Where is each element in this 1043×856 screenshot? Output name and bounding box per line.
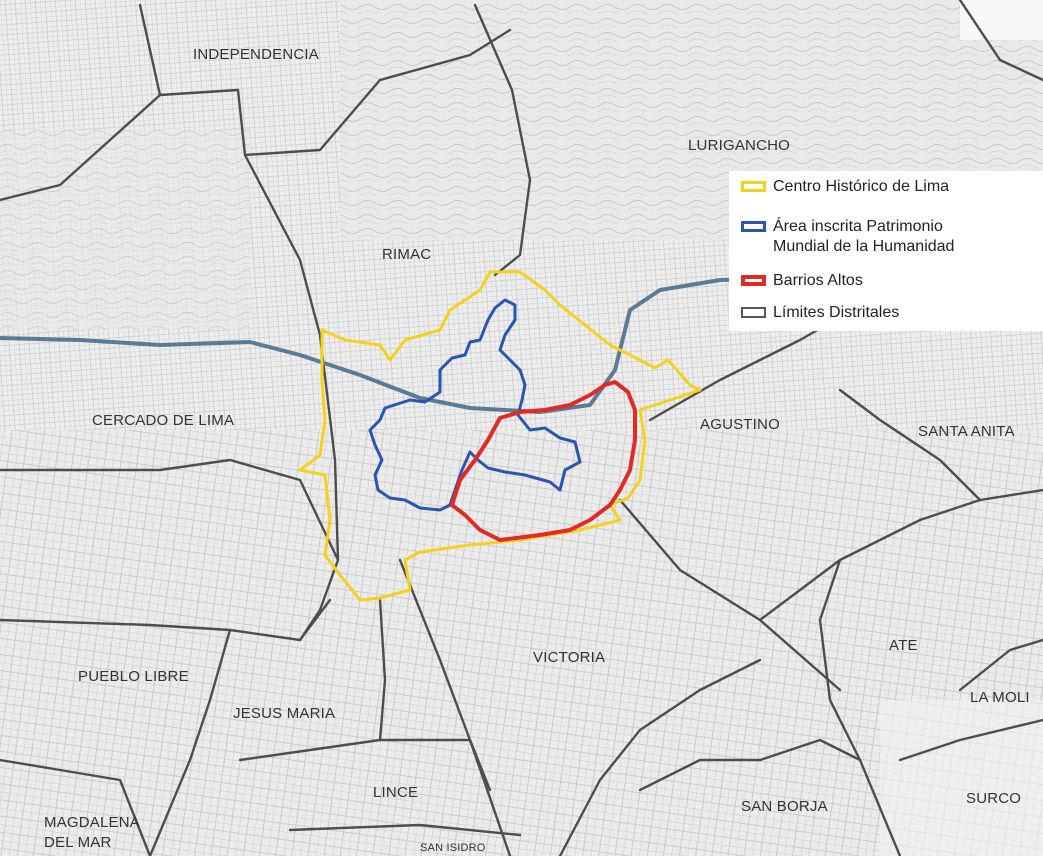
legend-item-barrios-altos: Barrios Altos bbox=[741, 271, 863, 291]
boundary-victoria-west bbox=[398, 558, 512, 856]
legend-label-patrimonio-line2: Mundial de la Humanidad bbox=[773, 238, 955, 255]
hills-area-west bbox=[0, 130, 250, 330]
legend-item-limites: Límites Distritales bbox=[741, 303, 899, 323]
label-surco: SURCO bbox=[966, 790, 1021, 807]
label-la-molina: LA MOLI bbox=[970, 689, 1030, 706]
district-labels: INDEPENDENCIA LURIGANCHO RIMAC CERCADO D… bbox=[44, 46, 1030, 854]
barrios-altos-outline bbox=[450, 380, 637, 542]
white-block-southeast bbox=[880, 700, 1043, 856]
label-lince: LINCE bbox=[373, 784, 418, 801]
boundary-santa-anita bbox=[758, 488, 1043, 622]
legend-label-centro-historico: Centro Histórico de Lima bbox=[773, 178, 950, 195]
centro-historico-outline bbox=[298, 270, 702, 602]
legend-label-patrimonio-line1: Área inscrita Patrimonio bbox=[773, 218, 943, 235]
legend-swatch-red bbox=[741, 275, 766, 286]
boundary-la-molina bbox=[958, 638, 1043, 692]
boundary-san-borja bbox=[638, 738, 862, 792]
label-lurigancho: LURIGANCHO bbox=[688, 137, 790, 154]
label-rimac: RIMAC bbox=[382, 246, 431, 263]
boundary-northeast bbox=[958, 0, 1043, 82]
label-santa-anita: SANTA ANITA bbox=[918, 423, 1015, 440]
label-san-isidro: SAN ISIDRO bbox=[420, 842, 486, 854]
boundary-cercado-south bbox=[0, 458, 340, 562]
legend-swatch-yellow bbox=[741, 181, 766, 192]
boundary-independencia-west bbox=[138, 3, 322, 337]
label-jesus-maria: JESUS MARIA bbox=[233, 705, 335, 722]
label-del-mar: DEL MAR bbox=[44, 834, 112, 851]
boundary-lince bbox=[238, 738, 492, 792]
boundary-ate-west bbox=[818, 558, 902, 856]
map-legend: Centro Histórico de Lima Área inscrita P… bbox=[729, 171, 1043, 331]
legend-item-patrimonio: Área inscrita Patrimonio Mundial de la H… bbox=[741, 217, 954, 257]
label-victoria: VICTORIA bbox=[533, 649, 605, 666]
legend-label-barrios-altos: Barrios Altos bbox=[773, 272, 863, 289]
boundary-jesus-maria-west bbox=[148, 628, 232, 856]
boundary-independencia-north bbox=[243, 28, 512, 157]
label-cercado: CERCADO DE LIMA bbox=[92, 412, 234, 429]
label-san-borja: SAN BORJA bbox=[741, 798, 828, 815]
boundary-northwest-diagonal bbox=[0, 93, 162, 202]
boundary-magdalena bbox=[0, 758, 152, 856]
boundary-agustino-east bbox=[838, 388, 982, 502]
boundary-jesus-maria-east bbox=[378, 598, 387, 742]
boundary-surco bbox=[898, 718, 1043, 762]
label-magdalena: MAGDALENA bbox=[44, 814, 140, 831]
legend-swatch-gray bbox=[741, 307, 766, 318]
label-independencia: INDEPENDENCIA bbox=[193, 46, 319, 63]
boundary-agustino-south bbox=[618, 498, 842, 692]
boundary-san-isidro bbox=[288, 823, 522, 837]
legend-label-limites: Límites Distritales bbox=[773, 304, 900, 321]
boundary-victoria-south bbox=[558, 658, 762, 856]
label-ate: ATE bbox=[889, 637, 918, 654]
label-pueblo-libre: PUEBLO LIBRE bbox=[78, 668, 189, 685]
legend-swatch-blue bbox=[741, 221, 766, 232]
label-agustino: AGUSTINO bbox=[700, 416, 780, 433]
boundary-lurigancho-west bbox=[473, 3, 532, 277]
legend-item-centro-historico: Centro Histórico de Lima bbox=[741, 177, 949, 197]
legend-label-patrimonio: Área inscrita Patrimonio Mundial de la H… bbox=[773, 217, 954, 257]
patrimonio-outline bbox=[368, 298, 582, 512]
